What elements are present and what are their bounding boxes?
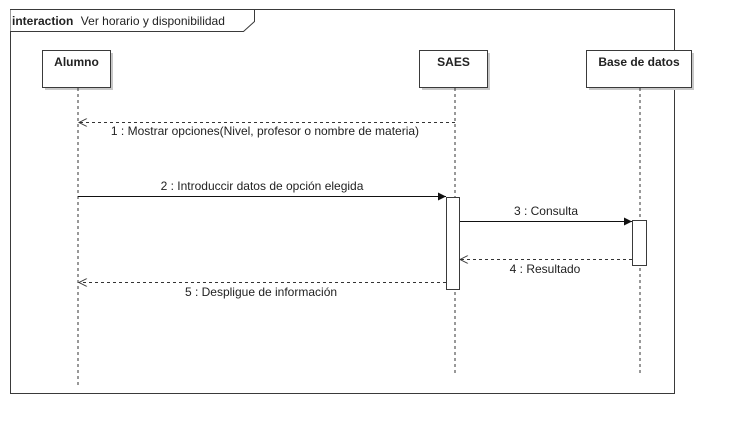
message-label: 3 : Consulta — [514, 204, 578, 218]
activation-bar-saes — [446, 197, 460, 290]
interaction-frame: interaction Ver horario y disponibilidad — [10, 9, 675, 394]
message-label: 2 : Introduccir datos de opción elegida — [161, 179, 364, 193]
lifeline-saes: SAES — [419, 50, 490, 376]
message-label: 4 : Resultado — [510, 262, 581, 276]
lifeline-alumno: Alumno — [42, 50, 113, 386]
lifeline-box[interactable] — [42, 50, 111, 88]
frame-tab — [10, 9, 255, 32]
lifeline-title: SAES — [437, 55, 470, 69]
lifeline-box[interactable] — [419, 50, 488, 88]
activation-bar-base-de-datos — [632, 220, 647, 266]
frame-label: interaction Ver horario y disponibilidad — [12, 12, 225, 29]
message-3[interactable]: 3 : Consulta — [460, 204, 632, 226]
message-4[interactable]: 4 : Resultado — [460, 260, 632, 277]
message-1[interactable]: 1 : Mostrar opciones(Nivel, profesor o n… — [79, 123, 455, 139]
frame-name: Ver horario y disponibilidad — [81, 14, 225, 28]
lifeline-title: Alumno — [54, 55, 99, 69]
lifeline-title: Base de datos — [598, 55, 680, 69]
frame-border — [10, 9, 675, 394]
message-2[interactable]: 2 : Introduccir datos de opción elegida — [78, 179, 446, 201]
message-label: 5 : Despligue de información — [185, 285, 337, 299]
message-5[interactable]: 5 : Despligue de información — [79, 283, 446, 300]
lifeline-box[interactable] — [586, 50, 692, 88]
message-label: 1 : Mostrar opciones(Nivel, profesor o n… — [111, 124, 419, 138]
frame-keyword: interaction — [12, 14, 73, 28]
lifeline-base-de-datos: Base de datos — [586, 50, 694, 376]
